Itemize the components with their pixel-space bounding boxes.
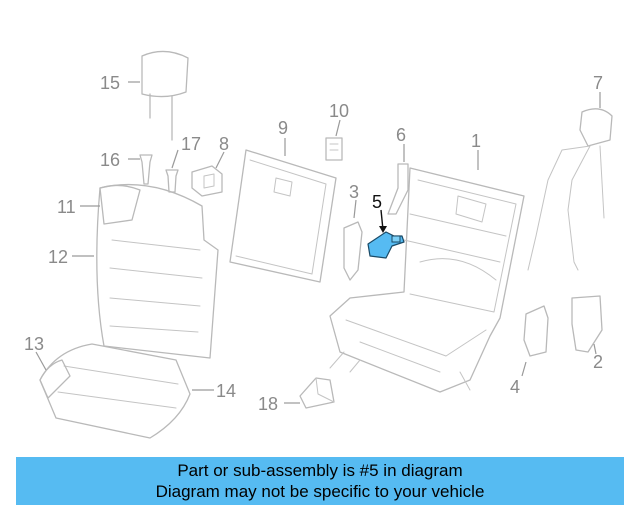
- leader-3: [353, 199, 357, 219]
- callout-3: 3: [349, 182, 359, 202]
- callout-6: 6: [396, 125, 406, 145]
- callout-8: 8: [219, 134, 229, 154]
- part-3-hinge-cover: [343, 221, 363, 281]
- callout-11: 11: [57, 197, 76, 217]
- callout-9: 9: [278, 118, 288, 138]
- part-18-bracket: [299, 377, 335, 409]
- leader-13: [35, 351, 47, 371]
- callout-14: 14: [216, 381, 236, 401]
- part-8-bracket: [191, 165, 223, 197]
- leader-17: [171, 149, 179, 169]
- part-7-belt-retractor: [527, 108, 613, 271]
- banner-line-2: Diagram may not be specific to your vehi…: [155, 482, 485, 501]
- part-9-back-panel: [229, 149, 337, 283]
- parts-diagram: 15 16 17 8 9 10 11 12: [24, 50, 613, 439]
- callout-17: 17: [181, 134, 201, 154]
- part-4-cover: [523, 305, 549, 357]
- part-2-bracket: [571, 295, 603, 353]
- part-12-back-cushion: [96, 183, 219, 359]
- part-6-trim: [387, 163, 409, 215]
- callout-12: 12: [48, 247, 68, 267]
- leader-8: [215, 151, 225, 169]
- banner-line-1: Part or sub-assembly is #5 in diagram: [177, 461, 463, 480]
- callout-2: 2: [593, 352, 603, 372]
- part-1-seat-frame: [329, 167, 525, 393]
- arrowhead-5-icon: [379, 226, 387, 233]
- part-15-headrest: [141, 50, 189, 141]
- part-14-seat-cushion: [39, 343, 191, 439]
- leader-2: [593, 343, 597, 355]
- callout-18: 18: [258, 394, 278, 414]
- callout-16: 16: [100, 150, 120, 170]
- callout-4: 4: [510, 377, 520, 397]
- part-16-guide: [139, 154, 153, 185]
- part-5-highlighted[interactable]: [367, 231, 405, 259]
- callout-10: 10: [329, 101, 349, 121]
- callout-5: 5: [372, 192, 382, 212]
- callout-13: 13: [24, 334, 44, 354]
- part-17-guide: [165, 169, 179, 193]
- callout-15: 15: [100, 73, 120, 93]
- part-10-cap: [325, 137, 343, 161]
- info-banner: Part or sub-assembly is #5 in diagram Di…: [16, 457, 624, 505]
- part-13-cushion-trim: [39, 359, 71, 399]
- leader-10: [335, 119, 341, 137]
- part-11-back-trim: [99, 184, 141, 225]
- callout-7: 7: [593, 73, 603, 93]
- leader-4: [521, 361, 527, 377]
- callout-1: 1: [471, 131, 481, 151]
